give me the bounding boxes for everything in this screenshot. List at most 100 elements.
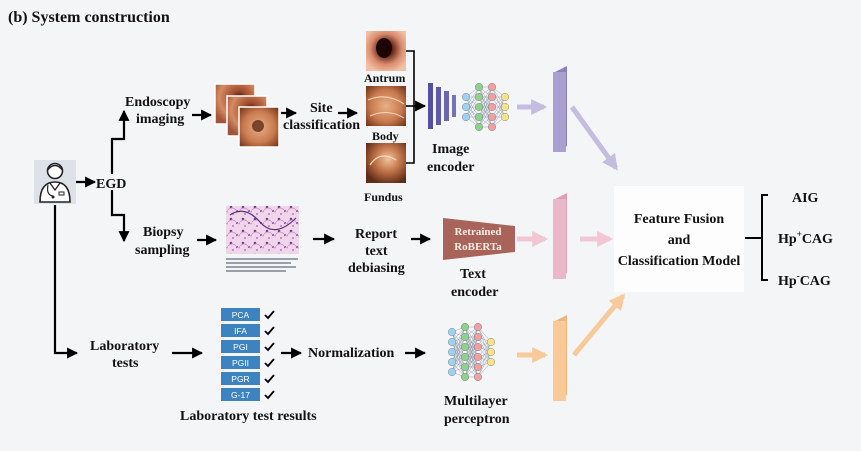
lab-feature-bar xyxy=(553,315,567,401)
lab-test-name: PGI xyxy=(233,342,248,352)
network-node xyxy=(475,82,484,91)
output-hp-negative-cag: Hp-CAG xyxy=(778,271,831,289)
checkmark-icon xyxy=(264,310,275,320)
mlp-network xyxy=(448,323,496,382)
network-node xyxy=(475,112,484,121)
network-node xyxy=(461,363,470,372)
output-hp-positive-cag: Hp+CAG xyxy=(778,229,833,247)
network-node xyxy=(474,333,483,342)
lab-test-name: PCA xyxy=(232,310,250,320)
network-node xyxy=(461,373,470,382)
antrum-image xyxy=(366,31,406,71)
lab-test-list: PCA IFA PGI PGII PGR G-17 xyxy=(221,308,275,401)
body-image xyxy=(366,86,406,126)
lab-test-box xyxy=(221,324,260,337)
lab-test-box xyxy=(221,308,260,321)
normalization-label: Normalization xyxy=(308,346,395,361)
network-node xyxy=(475,102,484,111)
fusion-label-line2: and xyxy=(668,233,691,248)
mlp-label-line1: Multilayer xyxy=(444,394,508,409)
checkmark-icon xyxy=(264,390,275,400)
network-node xyxy=(501,92,510,101)
output-aig: AIG xyxy=(792,191,819,206)
cnn-encoder-icon xyxy=(428,83,456,129)
network-node xyxy=(488,82,497,91)
lab-test-name: G-17 xyxy=(231,390,250,400)
network-node xyxy=(461,353,470,362)
histology-report-image xyxy=(226,206,299,272)
network-node xyxy=(475,122,484,131)
antrum-label: Antrum xyxy=(364,71,405,85)
lab-test-name: PGR xyxy=(231,374,249,384)
report-label-line1: Report xyxy=(355,227,397,242)
network-node xyxy=(487,348,496,357)
lab-results-label: Laboratory test results xyxy=(180,409,317,424)
network-node xyxy=(448,328,457,337)
doctor-icon xyxy=(34,160,76,204)
image-encoder-label-line1: Image xyxy=(432,142,469,157)
network-node xyxy=(488,92,497,101)
lab-label-line2: tests xyxy=(112,356,139,371)
checkmark-icon xyxy=(264,342,275,352)
lab-test-name: IFA xyxy=(234,326,247,336)
biopsy-label-line2: sampling xyxy=(135,243,189,258)
network-node xyxy=(448,358,457,367)
lab-test-name: PGII xyxy=(232,358,249,368)
lab-test-box xyxy=(221,388,260,401)
network-node xyxy=(462,92,471,101)
checkmark-icon xyxy=(264,374,275,384)
lab-test-box xyxy=(221,340,260,353)
image-encoder-label-line2: encoder xyxy=(427,160,474,175)
network-node xyxy=(488,112,497,121)
endoscopy-label-line2: imaging xyxy=(136,112,184,127)
fundus-image xyxy=(366,143,406,183)
roberta-encoder-block xyxy=(443,218,515,260)
roberta-label-line2: RoBERTa xyxy=(454,241,502,253)
egd-label: EGD xyxy=(96,177,126,192)
roberta-label-line1: Retrained xyxy=(454,226,501,238)
lab-test-box xyxy=(221,372,260,385)
lab-label-line1: Laboratory xyxy=(90,339,159,354)
network-node xyxy=(474,363,483,372)
biopsy-label-line1: Biopsy xyxy=(143,225,183,240)
network-node xyxy=(474,353,483,362)
network-node xyxy=(448,338,457,347)
image-encoder-network xyxy=(462,82,510,131)
network-node xyxy=(461,333,470,342)
network-node xyxy=(488,102,497,111)
report-label-line2: text xyxy=(365,244,388,259)
network-node xyxy=(462,102,471,111)
image-feature-bar xyxy=(553,66,567,152)
network-node xyxy=(488,122,497,131)
network-node xyxy=(501,112,510,121)
network-node xyxy=(474,323,483,332)
endoscopy-label-line1: Endoscopy xyxy=(125,95,190,110)
network-node xyxy=(487,338,496,347)
text-encoder-label-line2: encoder xyxy=(451,285,498,300)
fusion-label-line3: Classification Model xyxy=(618,254,741,269)
network-node xyxy=(461,323,470,332)
checkmark-icon xyxy=(264,326,275,336)
network-node xyxy=(474,373,483,382)
text-feature-bar xyxy=(553,193,567,279)
diagram-title: (b) System construction xyxy=(8,9,170,26)
mlp-label-line2: perceptron xyxy=(444,412,510,427)
network-node xyxy=(448,348,457,357)
site-label-line1: Site xyxy=(310,101,333,116)
network-node xyxy=(487,358,496,367)
feature-fusion-box xyxy=(614,186,744,292)
site-label-line2: classification xyxy=(283,118,360,133)
network-node xyxy=(461,343,470,352)
lab-test-box xyxy=(221,356,260,369)
network-node xyxy=(501,102,510,111)
text-encoder-label-line1: Text xyxy=(460,267,486,282)
network-node xyxy=(475,92,484,101)
checkmark-icon xyxy=(264,358,275,368)
fundus-label: Fundus xyxy=(364,190,403,204)
body-label: Body xyxy=(372,129,399,143)
report-label-line3: debiasing xyxy=(348,261,405,276)
network-node xyxy=(462,112,471,121)
fusion-label-line1: Feature Fusion xyxy=(634,212,725,227)
